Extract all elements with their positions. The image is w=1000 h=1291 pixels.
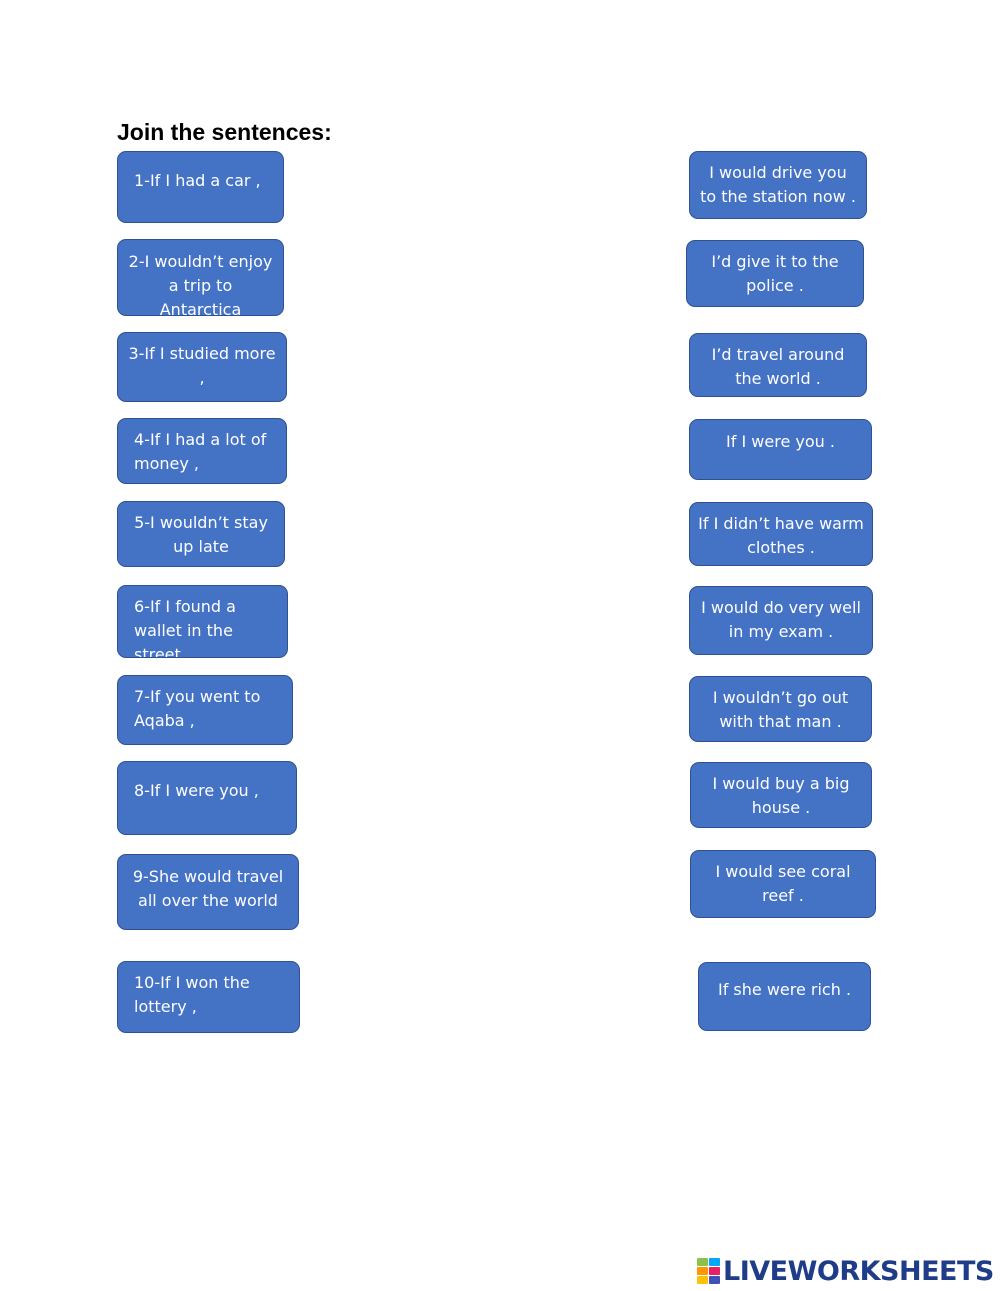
right-item-text: I would buy a big house . bbox=[712, 774, 850, 817]
right-item-10[interactable]: If she were rich . bbox=[698, 962, 871, 1031]
right-item-9[interactable]: I would see coral reef . bbox=[690, 850, 876, 918]
logo-tile bbox=[697, 1276, 708, 1284]
left-item-7[interactable]: 7-If you went to Aqaba , bbox=[117, 675, 293, 745]
logo-tile bbox=[709, 1258, 720, 1266]
left-item-9[interactable]: 9-She would travel all over the world bbox=[117, 854, 299, 930]
logo-tile bbox=[709, 1267, 720, 1275]
left-item-8[interactable]: 8-If I were you , bbox=[117, 761, 297, 835]
left-item-4[interactable]: 4-If I had a lot of money , bbox=[117, 418, 287, 484]
left-item-1[interactable]: 1-If I had a car , bbox=[117, 151, 284, 223]
right-item-text: If I didn’t have warm clothes . bbox=[698, 514, 864, 557]
right-item-text: I’d travel around the world . bbox=[711, 345, 845, 388]
left-item-text: 10-If I won the lottery , bbox=[134, 973, 250, 1016]
liveworksheets-logo-icon bbox=[697, 1258, 720, 1284]
left-item-text: 7-If you went to Aqaba , bbox=[134, 687, 261, 730]
logo-text: LIVEWORKSHEETS bbox=[723, 1255, 994, 1287]
left-item-5[interactable]: 5-I wouldn’t stay up late bbox=[117, 501, 285, 567]
left-item-3[interactable]: 3-If I studied more , bbox=[117, 332, 287, 402]
right-item-3[interactable]: I’d travel around the world . bbox=[689, 333, 867, 397]
right-item-6[interactable]: I would do very well in my exam . bbox=[689, 586, 873, 655]
right-item-5[interactable]: If I didn’t have warm clothes . bbox=[689, 502, 873, 566]
left-item-text: 1-If I had a car , bbox=[134, 171, 261, 190]
left-item-text: 5-I wouldn’t stay up late bbox=[134, 513, 268, 556]
left-item-2[interactable]: 2-I wouldn’t enjoy a trip to Antarctica bbox=[117, 239, 284, 316]
left-item-text: 4-If I had a lot of money , bbox=[134, 430, 267, 473]
left-item-text: 9-She would travel all over the world bbox=[132, 867, 284, 910]
logo-tile bbox=[697, 1267, 708, 1275]
right-item-text: I would do very well in my exam . bbox=[701, 598, 861, 641]
right-item-8[interactable]: I would buy a big house . bbox=[690, 762, 872, 828]
right-item-7[interactable]: I wouldn’t go out with that man . bbox=[689, 676, 872, 742]
logo-tile bbox=[697, 1258, 708, 1266]
right-item-text: I’d give it to the police . bbox=[711, 252, 839, 295]
right-item-text: If I were you . bbox=[726, 432, 835, 451]
logo-tile bbox=[709, 1276, 720, 1284]
right-item-1[interactable]: I would drive you to the station now . bbox=[689, 151, 867, 219]
page-title: Join the sentences: bbox=[117, 119, 332, 145]
left-item-text: 8-If I were you , bbox=[134, 781, 259, 800]
right-item-text: I wouldn’t go out with that man . bbox=[712, 688, 849, 731]
right-item-text: I would see coral reef . bbox=[715, 862, 851, 905]
right-item-2[interactable]: I’d give it to the police . bbox=[686, 240, 864, 307]
right-item-4[interactable]: If I were you . bbox=[689, 419, 872, 480]
left-item-text: 3-If I studied more , bbox=[128, 344, 276, 387]
right-item-text: If she were rich . bbox=[717, 980, 852, 999]
left-item-6[interactable]: 6-If I found a wallet in the street bbox=[117, 585, 288, 658]
left-item-10[interactable]: 10-If I won the lottery , bbox=[117, 961, 300, 1033]
left-item-text: 2-I wouldn’t enjoy a trip to Antarctica bbox=[128, 252, 273, 316]
liveworksheets-logo: LIVEWORKSHEETS bbox=[697, 1255, 994, 1287]
left-item-text: 6-If I found a wallet in the street bbox=[134, 597, 236, 658]
right-item-text: I would drive you to the station now . bbox=[700, 163, 856, 206]
